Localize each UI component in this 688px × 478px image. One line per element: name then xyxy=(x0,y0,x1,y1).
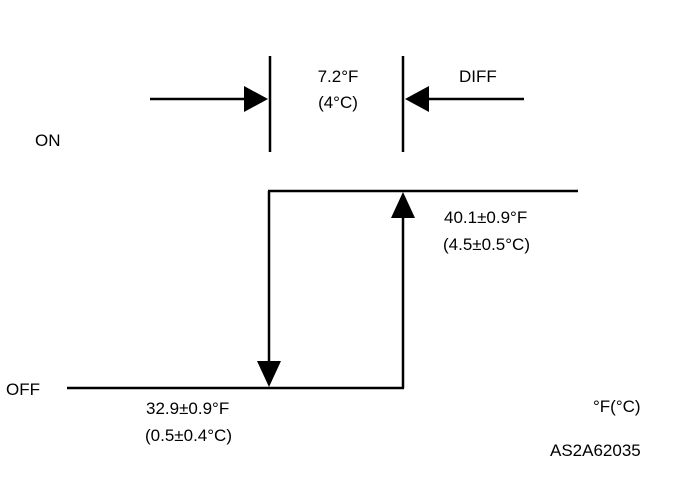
on-threshold-celsius-label: (4.5±0.5°C) xyxy=(443,235,530,254)
diff-label: DIFF xyxy=(459,67,497,86)
figure-code-label: AS2A62035 xyxy=(550,441,641,460)
off-threshold-celsius-label: (0.5±0.4°C) xyxy=(145,426,232,445)
hysteresis-loop xyxy=(67,189,578,390)
on-threshold-fahrenheit-label: 40.1±0.9°F xyxy=(444,208,527,227)
on-state-label: ON xyxy=(35,131,61,150)
differential-celsius-label: (4°C) xyxy=(318,93,358,112)
diff-left-arrowhead xyxy=(244,86,268,112)
switch-on-up-arrowhead xyxy=(391,192,415,218)
off-threshold-fahrenheit-label: 32.9±0.9°F xyxy=(146,399,229,418)
diff-right-arrowhead xyxy=(405,86,429,112)
switch-off-down-arrowhead xyxy=(257,361,281,387)
unit-label: °F(°C) xyxy=(593,397,641,416)
off-state-label: OFF xyxy=(6,380,40,399)
differential-dimension xyxy=(150,56,524,152)
differential-fahrenheit-label: 7.2°F xyxy=(318,67,359,86)
